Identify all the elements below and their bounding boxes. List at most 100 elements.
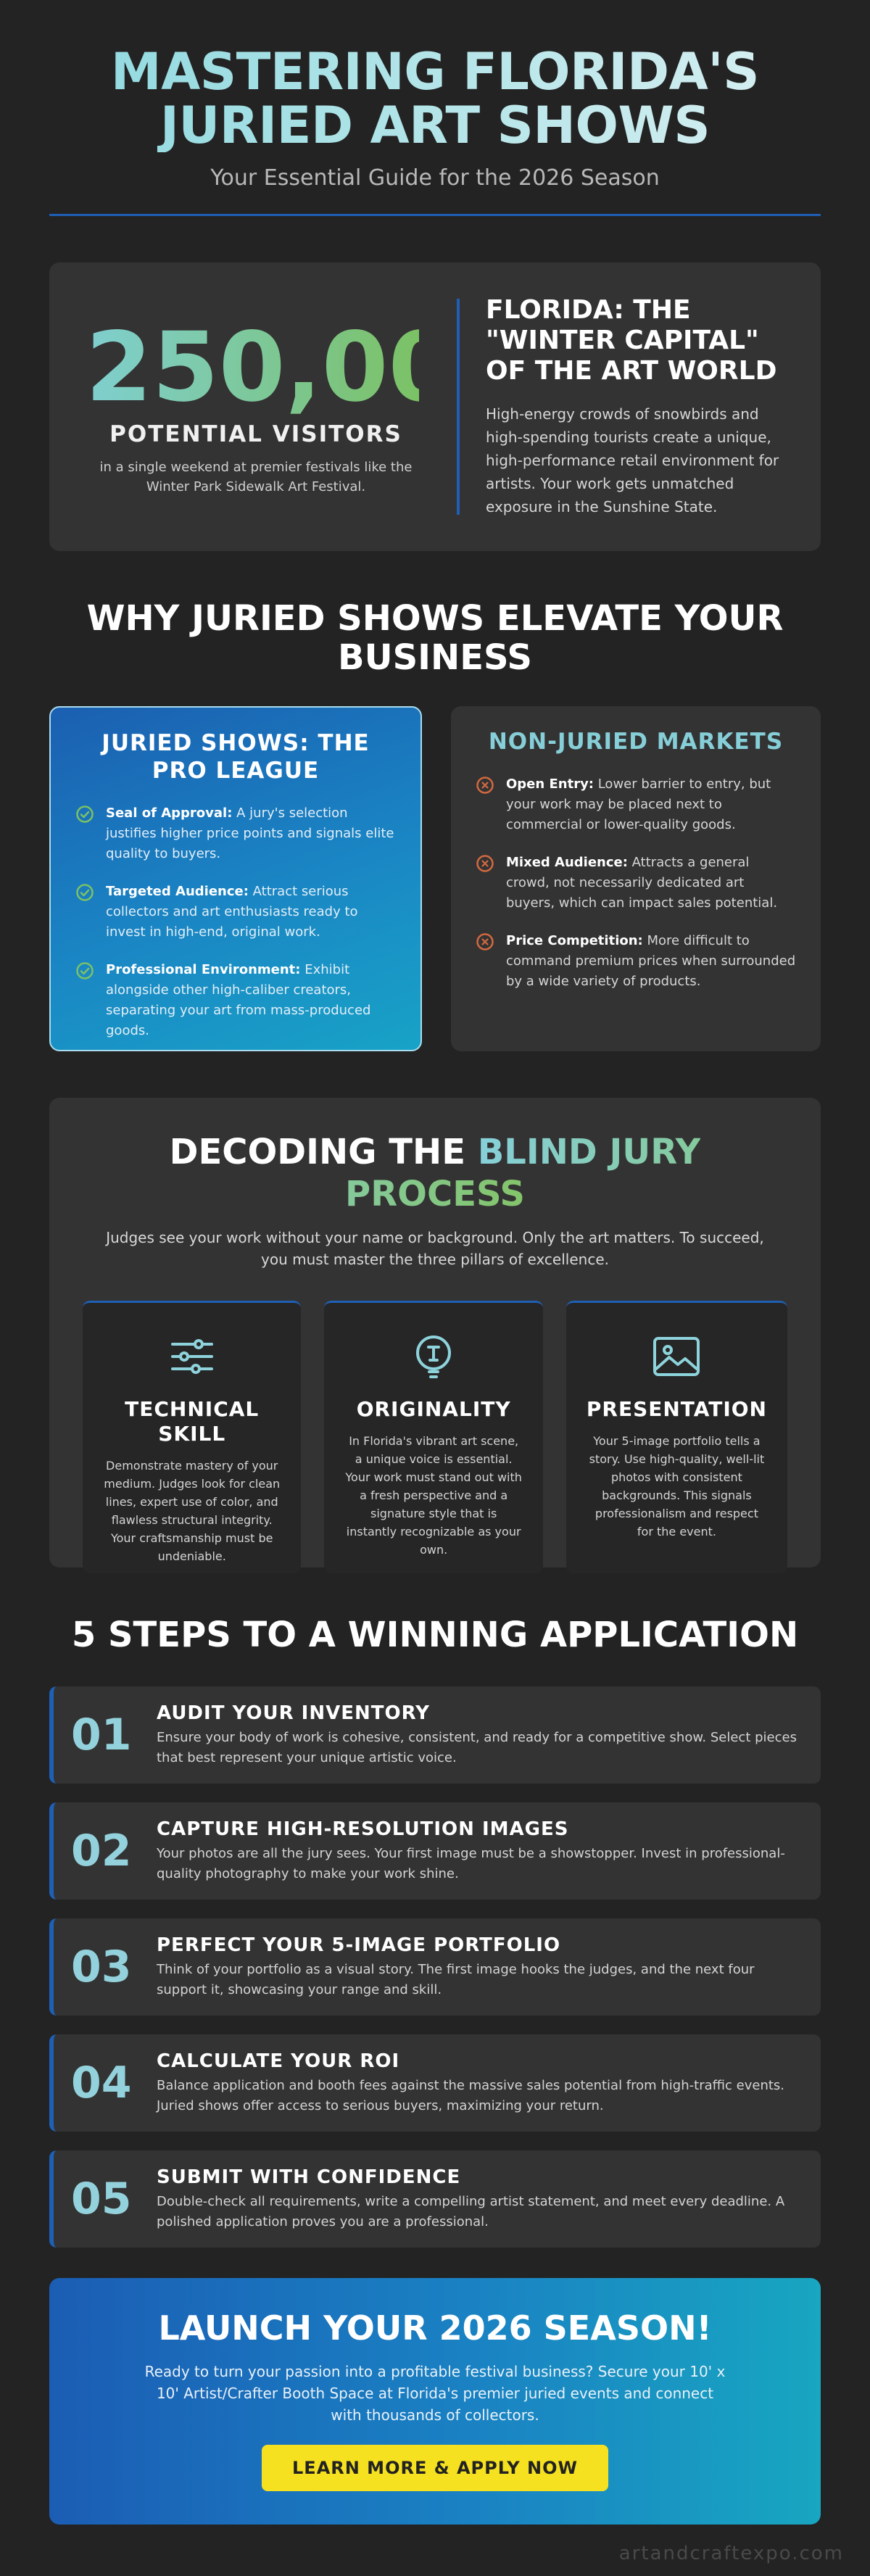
step-item: 02 CAPTURE HIGH-RESOLUTION IMAGES Your p… xyxy=(49,1802,821,1900)
jury-title-accent: BLIND JURY PROCESS xyxy=(345,1132,701,1214)
x-circle-icon xyxy=(476,855,494,872)
learn-more-apply-button[interactable]: LEARN MORE & APPLY NOW xyxy=(262,2445,608,2491)
visitors-stat-card: 250,000 POTENTIAL VISITORS in a single w… xyxy=(49,262,821,551)
non-juried-list: Open Entry: Lower barrier to entry, but … xyxy=(476,774,796,992)
page-title: MASTERING FLORIDA'S JURIED ART SHOWS xyxy=(49,45,821,152)
list-item: Professional Environment: Exhibit alongs… xyxy=(75,960,396,1041)
jury-title-plain: DECODING THE xyxy=(169,1132,478,1172)
step-text: Think of your portfolio as a visual stor… xyxy=(157,1962,755,1997)
step-number: 05 xyxy=(71,2174,132,2224)
step-body: CAPTURE HIGH-RESOLUTION IMAGES Your phot… xyxy=(157,1818,799,1884)
juried-benefits-list: Seal of Approval: A jury's selection jus… xyxy=(75,803,396,1041)
drawback-label: Price Competition: xyxy=(506,933,643,948)
benefit-desc: A jury's selection justifies higher pric… xyxy=(106,805,394,861)
non-juried-card: NON-JURIED MARKETS Open Entry: Lower bar… xyxy=(451,706,821,1051)
pillar-text: Your 5-image portfolio tells a story. Us… xyxy=(589,1434,765,1538)
steps-list: 01 AUDIT YOUR INVENTORY Ensure your body… xyxy=(49,1686,821,2248)
check-circle-icon xyxy=(76,884,94,901)
benefit-desc: Exhibit alongside other high-caliber cre… xyxy=(106,962,371,1038)
comparison-row: JURIED SHOWS: THE PRO LEAGUE Seal of App… xyxy=(49,706,821,1051)
check-circle-icon xyxy=(76,962,94,980)
pillars-row: TECHNICAL SKILL Demonstrate mastery of y… xyxy=(83,1301,787,1573)
drawback-label: Mixed Audience: xyxy=(506,855,628,870)
step-title: CAPTURE HIGH-RESOLUTION IMAGES xyxy=(157,1818,569,1840)
step-body: AUDIT YOUR INVENTORY Ensure your body of… xyxy=(157,1702,799,1768)
step-body: CALCULATE YOUR ROI Balance application a… xyxy=(157,2050,799,2116)
juried-shows-card: JURIED SHOWS: THE PRO LEAGUE Seal of App… xyxy=(49,706,422,1051)
check-circle-icon xyxy=(76,805,94,823)
benefit-desc: Attract serious collectors and art enthu… xyxy=(106,884,358,940)
pillar-originality: ORIGINALITY In Florida's vibrant art sce… xyxy=(324,1301,543,1573)
step-title: PERFECT YOUR 5-IMAGE PORTFOLIO xyxy=(157,1934,561,1956)
step-number: 02 xyxy=(71,1826,132,1876)
lightbulb-icon xyxy=(344,1329,522,1384)
step-text: Ensure your body of work is cohesive, co… xyxy=(157,1730,797,1765)
step-number: 03 xyxy=(71,1942,132,1992)
pillar-text: In Florida's vibrant art scene, a unique… xyxy=(345,1434,522,1557)
pillar-title: TECHNICAL SKILL xyxy=(125,1397,260,1446)
x-circle-icon xyxy=(476,776,494,794)
page-subtitle: Your Essential Guide for the 2026 Season xyxy=(210,165,660,191)
visitor-count-description: in a single weekend at premier festivals… xyxy=(99,460,413,494)
winter-capital-block: FLORIDA: THE "WINTER CAPITAL" OF THE ART… xyxy=(486,295,784,518)
drawback-label: Open Entry: xyxy=(506,776,594,792)
winter-capital-heading: FLORIDA: THE "WINTER CAPITAL" OF THE ART… xyxy=(486,295,777,386)
step-item: 05 SUBMIT WITH CONFIDENCE Double-check a… xyxy=(49,2150,821,2248)
visitor-count: 250,000 xyxy=(86,317,419,418)
cta-text: Ready to turn your passion into a profit… xyxy=(144,2363,726,2424)
pillar-text: Demonstrate mastery of your medium. Judg… xyxy=(104,1459,281,1563)
header: MASTERING FLORIDA'S JURIED ART SHOWS You… xyxy=(49,0,821,216)
jury-intro: Judges see your work without your name o… xyxy=(106,1229,764,1268)
footer-url[interactable]: artandcraftexpo.com xyxy=(618,2543,844,2564)
non-juried-heading: NON-JURIED MARKETS xyxy=(488,729,784,755)
list-item: Open Entry: Lower barrier to entry, but … xyxy=(476,774,796,835)
drawback-text: Price Competition: More difficult to com… xyxy=(506,931,796,992)
step-title: SUBMIT WITH CONFIDENCE xyxy=(157,2166,461,2188)
step-text: Double-check all requirements, write a c… xyxy=(157,2194,785,2229)
benefit-text: Seal of Approval: A jury's selection jus… xyxy=(106,803,396,864)
jury-section-title: DECODING THE BLIND JURY PROCESS xyxy=(83,1131,787,1215)
benefit-text: Targeted Audience: Attract serious colle… xyxy=(106,882,396,943)
pillar-title: ORIGINALITY xyxy=(356,1397,511,1421)
step-body: SUBMIT WITH CONFIDENCE Double-check all … xyxy=(157,2166,799,2232)
blind-jury-card: DECODING THE BLIND JURY PROCESS Judges s… xyxy=(49,1098,821,1573)
pillar-presentation: PRESENTATION Your 5-image portfolio tell… xyxy=(566,1301,787,1573)
stat-divider xyxy=(457,299,460,515)
benefit-text: Professional Environment: Exhibit alongs… xyxy=(106,960,396,1041)
header-divider xyxy=(49,214,821,216)
steps-section-title: 5 STEPS TO A WINNING APPLICATION xyxy=(71,1615,799,1655)
pillar-technical-skill: TECHNICAL SKILL Demonstrate mastery of y… xyxy=(83,1301,302,1573)
drawback-text: Open Entry: Lower barrier to entry, but … xyxy=(506,774,796,835)
benefit-label: Targeted Audience: xyxy=(106,884,249,899)
step-number: 04 xyxy=(71,2058,132,2108)
why-section-title: WHY JURIED SHOWS ELEVATE YOUR BUSINESS xyxy=(86,598,784,678)
list-item: Targeted Audience: Attract serious colle… xyxy=(75,882,396,943)
sliders-icon xyxy=(103,1329,281,1384)
x-circle-icon xyxy=(476,933,494,951)
title-line-1: MASTERING FLORIDA'S xyxy=(110,42,760,102)
drawback-desc: Attracts a general crowd, not necessaril… xyxy=(506,855,778,911)
juried-shows-heading: JURIED SHOWS: THE PRO LEAGUE xyxy=(102,730,370,784)
cta-title: LAUNCH YOUR 2026 SEASON! xyxy=(158,2308,712,2348)
image-icon xyxy=(587,1329,767,1384)
title-line-2: JURIED ART SHOWS xyxy=(160,96,710,155)
visitor-count-label: POTENTIAL VISITORS xyxy=(109,421,402,447)
step-item: 01 AUDIT YOUR INVENTORY Ensure your body… xyxy=(49,1686,821,1784)
step-text: Your photos are all the jury sees. Your … xyxy=(157,1846,785,1881)
cta-banner: LAUNCH YOUR 2026 SEASON! Ready to turn y… xyxy=(49,2278,821,2525)
step-body: PERFECT YOUR 5-IMAGE PORTFOLIO Think of … xyxy=(157,1934,799,2000)
drawback-text: Mixed Audience: Attracts a general crowd… xyxy=(506,853,796,914)
step-item: 04 CALCULATE YOUR ROI Balance applicatio… xyxy=(49,2034,821,2132)
pillar-title: PRESENTATION xyxy=(586,1397,767,1421)
step-title: CALCULATE YOUR ROI xyxy=(157,2050,400,2072)
list-item: Seal of Approval: A jury's selection jus… xyxy=(75,803,396,864)
benefit-label: Seal of Approval: xyxy=(106,805,233,821)
step-number: 01 xyxy=(71,1710,132,1760)
step-title: AUDIT YOUR INVENTORY xyxy=(157,1702,431,1724)
step-item: 03 PERFECT YOUR 5-IMAGE PORTFOLIO Think … xyxy=(49,1918,821,2016)
winter-capital-body: High-energy crowds of snowbirds and high… xyxy=(486,405,779,515)
step-text: Balance application and booth fees again… xyxy=(157,2078,785,2113)
drawback-desc: Lower barrier to entry, but your work ma… xyxy=(506,776,771,832)
stat-block: 250,000 POTENTIAL VISITORS in a single w… xyxy=(86,317,426,497)
